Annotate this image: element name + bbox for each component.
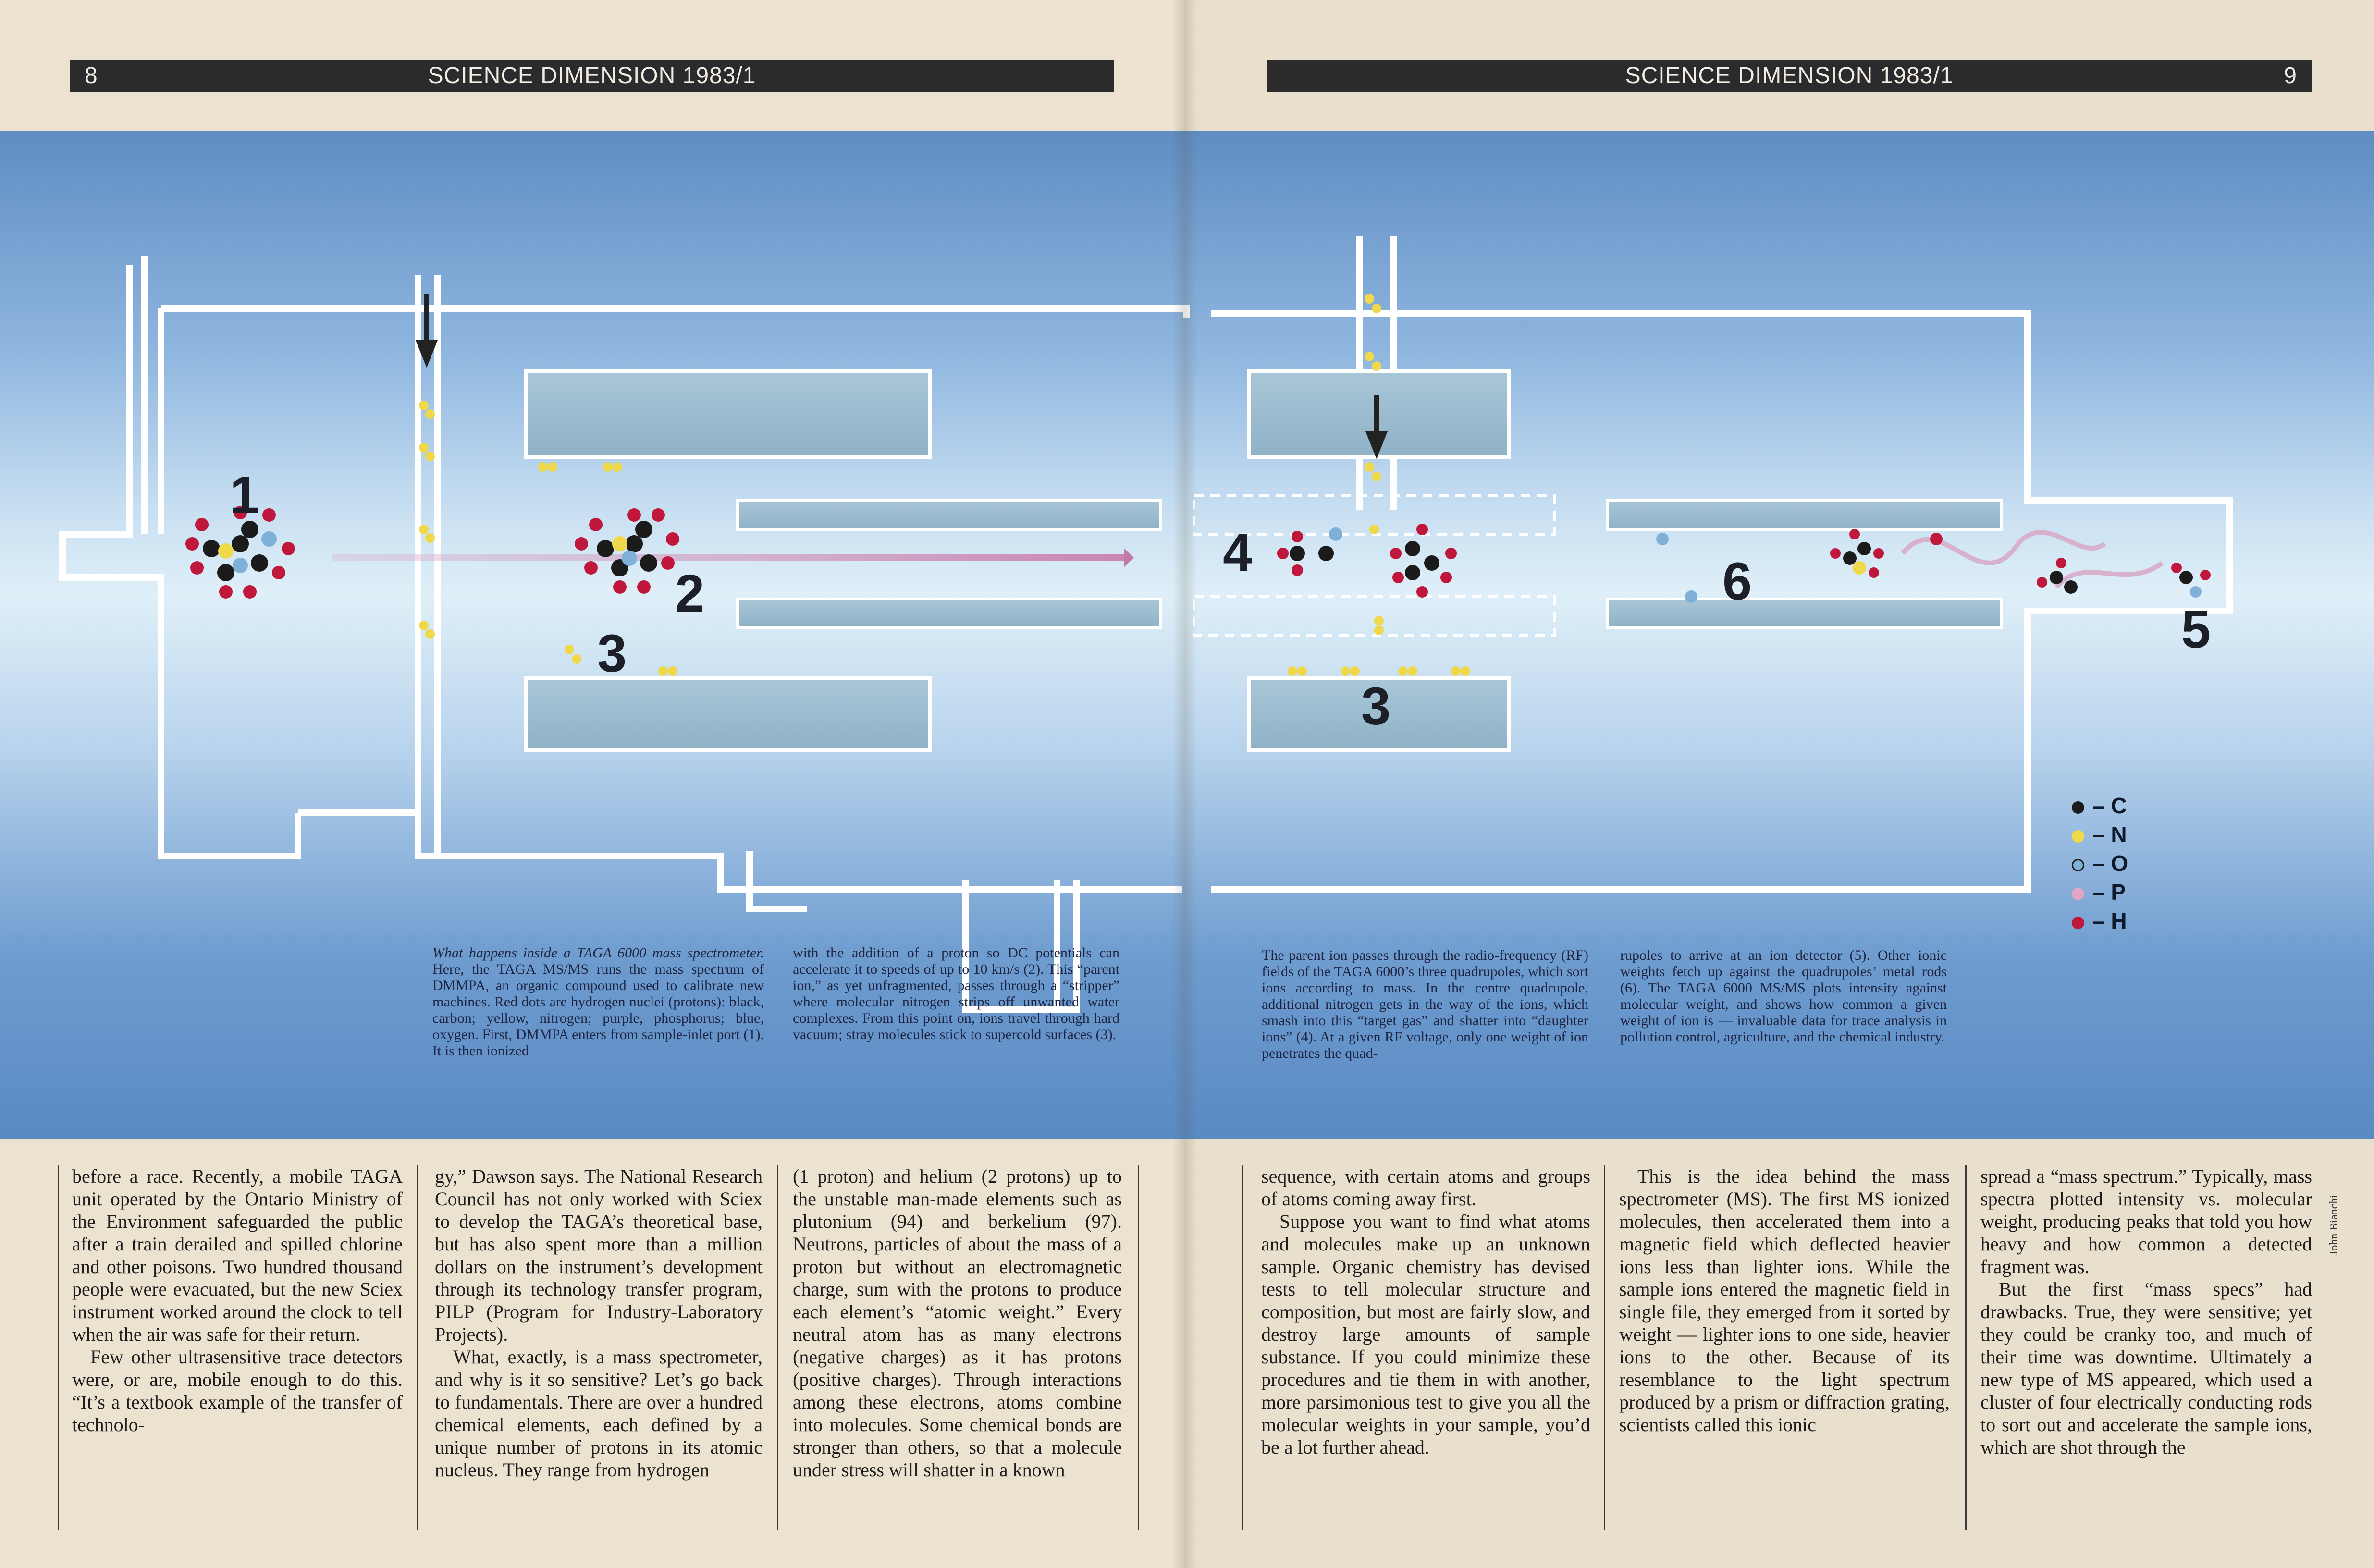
legend-h: – H	[2092, 908, 2127, 933]
inlet-arrows	[415, 294, 1388, 459]
text-column-3: (1 proton) and helium (2 protons) up to …	[793, 1165, 1122, 1481]
column-rule	[58, 1165, 59, 1530]
right-page-number: 9	[2284, 63, 2297, 88]
right-running-title: SCIENCE DIMENSION 1983/1	[1625, 63, 1954, 88]
molecule-fragment-6	[1656, 529, 2211, 603]
molecule-fragment-4	[1277, 524, 1457, 598]
legend-p: – P	[2092, 880, 2126, 905]
quadrupole-rods	[736, 494, 2003, 637]
column-rule	[777, 1165, 778, 1530]
text-column-1: before a race. Recently, a mobile TAGA u…	[72, 1165, 403, 1436]
text-column-5: This is the idea behind the mass spectro…	[1619, 1165, 1950, 1436]
phosphorus-dot-icon	[2072, 888, 2084, 900]
paragraph: spread a “mass spectrum.” Typically, mas…	[1980, 1165, 2312, 1277]
paragraph: sequence, with certain atoms and groups …	[1261, 1165, 1590, 1210]
molecule-dmmpa-1	[185, 506, 295, 599]
paragraph: (1 proton) and helium (2 protons) up to …	[793, 1165, 1122, 1481]
nitrogen-particles	[419, 294, 1470, 676]
left-page-number: 8	[85, 63, 98, 88]
caption-1-lead: What happens inside a TAGA 6000 mass spe…	[432, 945, 764, 961]
column-rule	[1138, 1165, 1139, 1530]
text-column-6: spread a “mass spectrum.” Typically, mas…	[1980, 1165, 2312, 1458]
legend-o: – O	[2092, 851, 2128, 876]
paragraph: Suppose you want to find what atoms and …	[1261, 1211, 1590, 1458]
right-header-bar: SCIENCE DIMENSION 1983/1 9	[1267, 60, 2312, 92]
label-4: 4	[1223, 523, 1253, 582]
label-1: 1	[230, 466, 259, 525]
caption-1: What happens inside a TAGA 6000 mass spe…	[432, 945, 764, 1059]
paragraph: But the first “mass specs” had drawbacks…	[1980, 1278, 2312, 1458]
caption-4: rupoles to arrive at an ion detector (5)…	[1620, 947, 1947, 1045]
left-running-title: SCIENCE DIMENSION 1983/1	[428, 63, 756, 88]
label-5: 5	[2181, 600, 2211, 659]
label-3-right: 3	[1361, 677, 1391, 736]
ion-beam	[332, 554, 1129, 561]
label-3-left: 3	[597, 624, 627, 683]
caption-3: The parent ion passes through the radio-…	[1262, 947, 1588, 1061]
nitrogen-dot-icon	[2072, 830, 2084, 843]
legend-c: – C	[2092, 793, 2127, 818]
column-rule	[1604, 1165, 1605, 1530]
paragraph: Few other ultrasensitive trace detectors…	[72, 1346, 403, 1435]
paragraph: gy,” Dawson says. The National Research …	[435, 1165, 763, 1345]
hydrogen-dot-icon	[2072, 917, 2084, 929]
carbon-dot-icon	[2072, 801, 2084, 814]
molecule-parent-ion	[575, 508, 679, 594]
illustrator-credit: John Bianchi	[2328, 1195, 2340, 1255]
beam-arrowhead	[1124, 549, 1134, 567]
caption-1-body: Here, the TAGA MS/MS runs the mass spect…	[432, 961, 764, 1059]
paragraph: This is the idea behind the mass spectro…	[1619, 1165, 1950, 1435]
label-6: 6	[1722, 552, 1752, 611]
column-rule	[1242, 1165, 1243, 1530]
text-column-4: sequence, with certain atoms and groups …	[1261, 1165, 1590, 1458]
column-rule	[417, 1165, 418, 1530]
column-rule	[1965, 1165, 1967, 1530]
label-2: 2	[675, 564, 705, 623]
legend-n: – N	[2092, 822, 2127, 847]
instrument-diagram	[59, 236, 2233, 1013]
paragraph: before a race. Recently, a mobile TAGA u…	[72, 1165, 403, 1345]
paragraph: What, exactly, is a mass spectrometer, a…	[435, 1346, 763, 1481]
page-gutter	[1172, 0, 1197, 1568]
oxygen-dot-icon	[2072, 859, 2084, 871]
left-header-bar: 8 SCIENCE DIMENSION 1983/1	[70, 60, 1114, 92]
caption-2: with the addition of a proton so DC pote…	[793, 945, 1119, 1042]
mass-spectrometer-illustration: 1 2 3 3 4 5 6 – C – N – O – P – H What h…	[0, 131, 2374, 1139]
stripper-plates	[524, 369, 1511, 752]
text-column-2: gy,” Dawson says. The National Research …	[435, 1165, 763, 1481]
